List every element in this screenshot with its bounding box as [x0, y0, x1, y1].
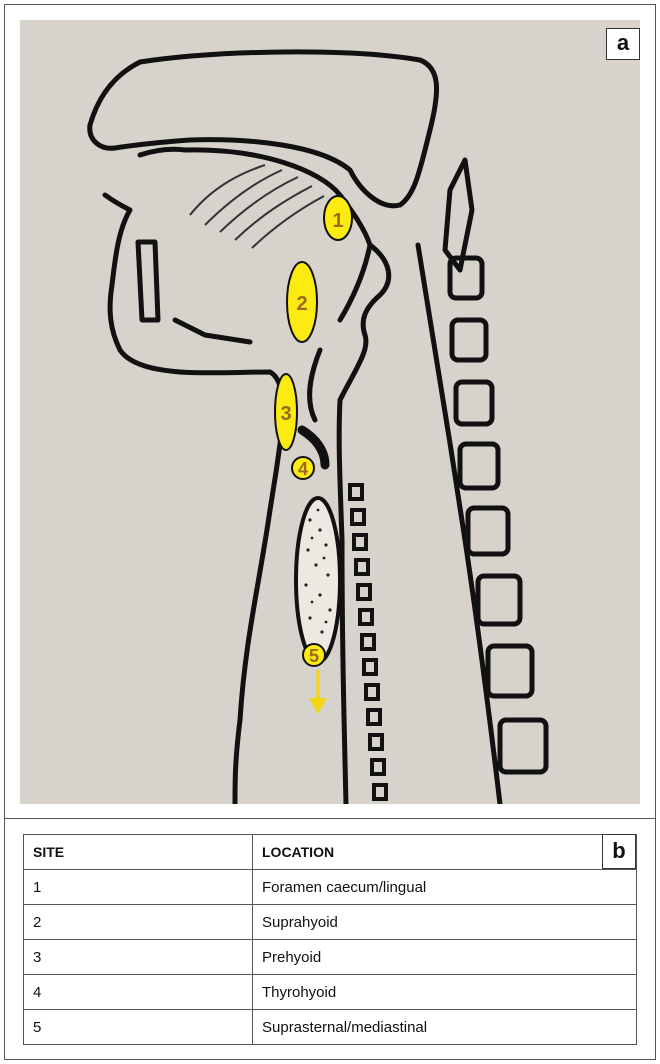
epiglottis — [310, 350, 320, 420]
vertebrae — [450, 258, 546, 772]
mediastinal-arrow — [309, 670, 327, 714]
site-location: Suprasternal/mediastinal — [253, 1010, 637, 1045]
site-number: 3 — [24, 940, 253, 975]
site-marker-3-label: 3 — [280, 403, 291, 425]
site-location: Suprahyoid — [253, 905, 637, 940]
site-marker-1-label: 1 — [332, 210, 343, 232]
header-site: SITE — [24, 835, 253, 870]
table-row: 5 Suprasternal/mediastinal — [24, 1010, 637, 1045]
sagittal-neck-drawing: 1 2 3 4 5 — [20, 20, 640, 804]
site-marker-4-label: 4 — [298, 459, 308, 479]
site-marker-2-label: 2 — [296, 293, 307, 315]
chin-line — [175, 320, 250, 342]
thyroid-gland — [296, 498, 340, 662]
table-row: 2 Suprahyoid — [24, 905, 637, 940]
neck-front — [235, 510, 270, 804]
header-location: LOCATION — [253, 835, 637, 870]
trachea-rings — [350, 485, 386, 799]
table-header-row: SITE LOCATION — [24, 835, 637, 870]
spine-top — [445, 160, 472, 270]
jaw-block — [138, 242, 158, 320]
sites-table: SITE LOCATION 1 Foramen caecum/lingual 2… — [23, 834, 637, 1045]
face-outline — [105, 195, 283, 510]
site-number: 2 — [24, 905, 253, 940]
anatomy-illustration: 1 2 3 4 5 a — [20, 20, 640, 804]
site-location: Foramen caecum/lingual — [253, 870, 637, 905]
panel-b-label: b — [602, 834, 636, 869]
skull-outline — [90, 52, 437, 206]
table-row: 3 Prehyoid — [24, 940, 637, 975]
site-number: 5 — [24, 1010, 253, 1045]
site-location: Thyrohyoid — [253, 975, 637, 1010]
site-number: 1 — [24, 870, 253, 905]
panel-divider — [5, 818, 655, 819]
tongue-lines — [190, 165, 324, 248]
site-number: 4 — [24, 975, 253, 1010]
site-marker-5-label: 5 — [309, 646, 319, 666]
site-location: Prehyoid — [253, 940, 637, 975]
panel-a-label: a — [606, 28, 640, 60]
table-row: 1 Foramen caecum/lingual — [24, 870, 637, 905]
table-row: 4 Thyrohyoid — [24, 975, 637, 1010]
